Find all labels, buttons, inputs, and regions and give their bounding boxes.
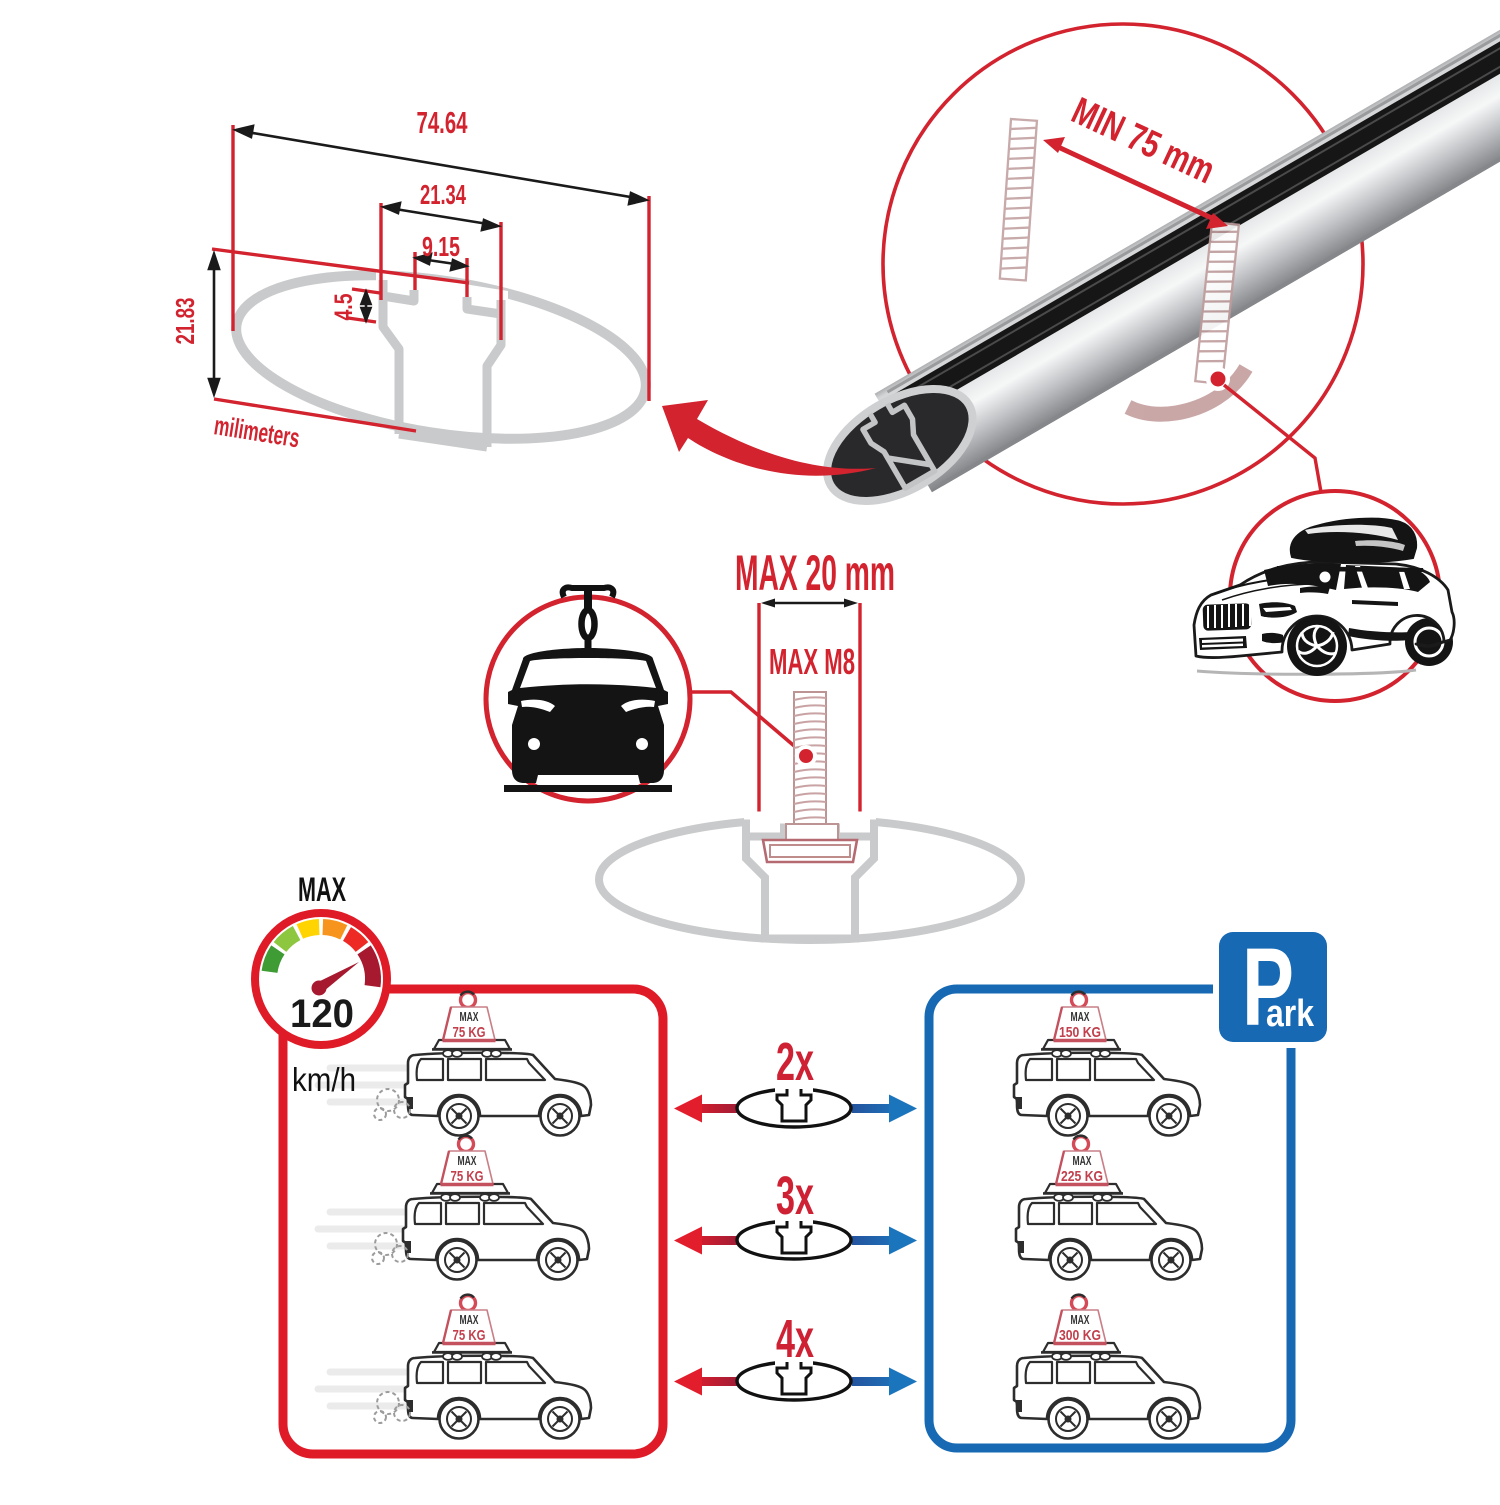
svg-text:km/h: km/h — [292, 1061, 356, 1098]
svg-text:74.64: 74.64 — [417, 105, 468, 140]
svg-text:300 KG: 300 KG — [1059, 1327, 1101, 1344]
svg-text:21.83: 21.83 — [170, 298, 200, 345]
svg-text:2x: 2x — [776, 1032, 814, 1092]
svg-text:MAX: MAX — [1073, 1153, 1092, 1168]
svg-text:9.15: 9.15 — [422, 231, 460, 262]
svg-text:75 KG: 75 KG — [453, 1024, 486, 1041]
svg-text:120: 120 — [290, 992, 354, 1036]
svg-text:150 KG: 150 KG — [1059, 1024, 1101, 1041]
svg-text:21.34: 21.34 — [420, 179, 466, 210]
svg-text:MAX 20 mm: MAX 20 mm — [735, 545, 895, 601]
svg-text:MAX M8: MAX M8 — [769, 641, 855, 682]
svg-text:3x: 3x — [776, 1166, 814, 1226]
svg-text:MAX: MAX — [458, 1153, 477, 1168]
svg-text:75 KG: 75 KG — [451, 1168, 484, 1185]
svg-text:P: P — [1242, 926, 1294, 1049]
svg-text:ark: ark — [1266, 993, 1315, 1035]
svg-text:MAX: MAX — [1071, 1312, 1090, 1327]
svg-text:225 KG: 225 KG — [1061, 1168, 1103, 1185]
svg-text:4.5: 4.5 — [330, 293, 358, 320]
svg-text:75 KG: 75 KG — [453, 1327, 486, 1344]
svg-text:MAX: MAX — [460, 1312, 479, 1327]
svg-text:MAX: MAX — [1071, 1009, 1090, 1024]
svg-text:MAX: MAX — [460, 1009, 479, 1024]
svg-text:MAX: MAX — [298, 871, 346, 909]
